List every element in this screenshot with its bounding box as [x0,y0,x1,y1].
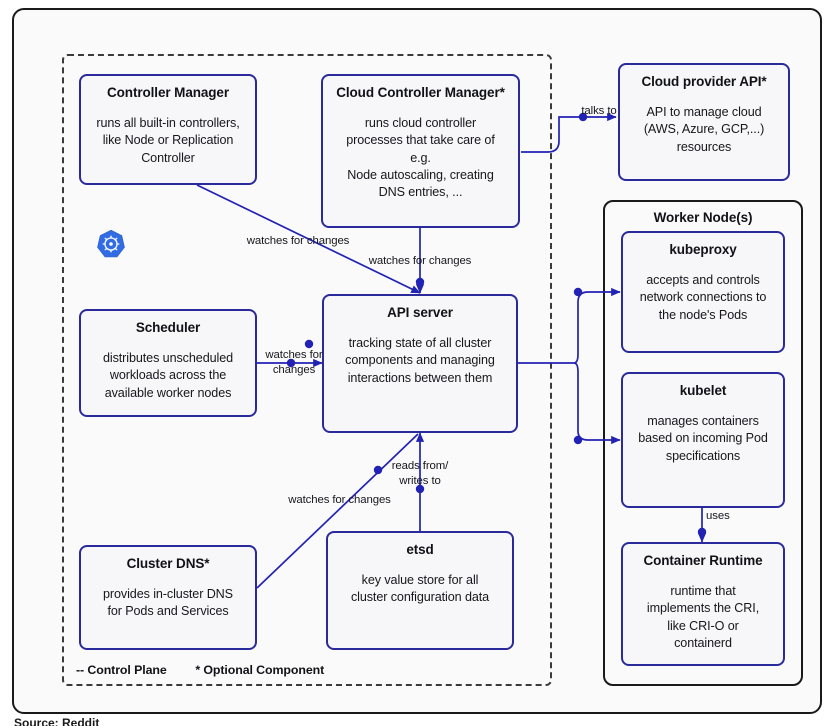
source-caption: Source: Reddit [14,716,100,726]
kubelet-desc: manages containers based on incoming Pod… [638,413,768,463]
cloud-controller-manager-desc: runs cloud controller processes that tak… [346,115,495,200]
node-kubeproxy[interactable]: kubeproxy accepts and controls network c… [621,231,785,353]
cluster-dns-desc: provides in-cluster DNS for Pods and Ser… [103,586,233,619]
legend-control-plane: -- Control Plane [76,663,167,677]
node-cluster-dns[interactable]: Cluster DNS* provides in-cluster DNS for… [79,545,257,650]
edge-label-kubelet-uses: uses [706,510,730,522]
api-server-title: API server [387,305,453,320]
node-cloud-controller-manager[interactable]: Cloud Controller Manager* runs cloud con… [321,74,520,228]
node-kubelet[interactable]: kubelet manages containers based on inco… [621,372,785,508]
kubernetes-logo-icon [97,229,125,258]
edge-label-etcd-reads-writes: reads from/ writes to [391,460,449,487]
node-api-server[interactable]: API server tracking state of all cluster… [322,294,518,433]
cloud-provider-api-title: Cloud provider API* [641,74,767,89]
scheduler-desc: distributes unscheduled workloads across… [102,350,234,400]
edge-label-scheduler-watches: watches for changes [265,349,323,376]
node-scheduler[interactable]: Scheduler distributes unscheduled worklo… [79,309,257,417]
node-cloud-provider-api[interactable]: Cloud provider API* API to manage cloud … [618,63,790,181]
legend-optional-component: * Optional Component [195,663,325,677]
worker-node-group-title: Worker Node(s) [653,210,753,225]
controller-manager-desc: runs all built-in controllers, like Node… [96,115,240,165]
kubeproxy-title: kubeproxy [669,242,737,257]
container-runtime-title: Container Runtime [643,553,763,568]
edge-label-ccm-watches: watches for changes [368,255,472,267]
edge-label-dns-watches: watches for changes [288,494,391,506]
container-runtime-desc: runtime that implements the CRI, like CR… [646,583,760,650]
edge-label-cm-watches: watches for changes [246,235,350,247]
cluster-dns-title: Cluster DNS* [126,556,210,571]
etcd-title: etsd [406,542,434,557]
node-controller-manager[interactable]: Controller Manager runs all built-in con… [79,74,257,185]
control-plane-region [62,54,552,686]
legend: -- Control Plane * Optional Component [76,663,324,677]
cloud-controller-manager-title: Cloud Controller Manager* [336,85,505,100]
etcd-desc: key value store for all cluster configur… [350,572,490,605]
kubelet-title: kubelet [679,383,727,398]
edge-label-talks-to: talks to [581,105,617,117]
api-server-desc: tracking state of all cluster components… [345,335,495,385]
node-etcd[interactable]: etsd key value store for all cluster con… [326,531,514,650]
kubeproxy-desc: accepts and controls network connections… [639,272,767,322]
cloud-provider-api-desc: API to manage cloud (AWS, Azure, GCP,...… [643,104,765,154]
scheduler-title: Scheduler [135,320,201,335]
controller-manager-title: Controller Manager [107,85,229,100]
node-container-runtime[interactable]: Container Runtime runtime that implement… [621,542,785,666]
